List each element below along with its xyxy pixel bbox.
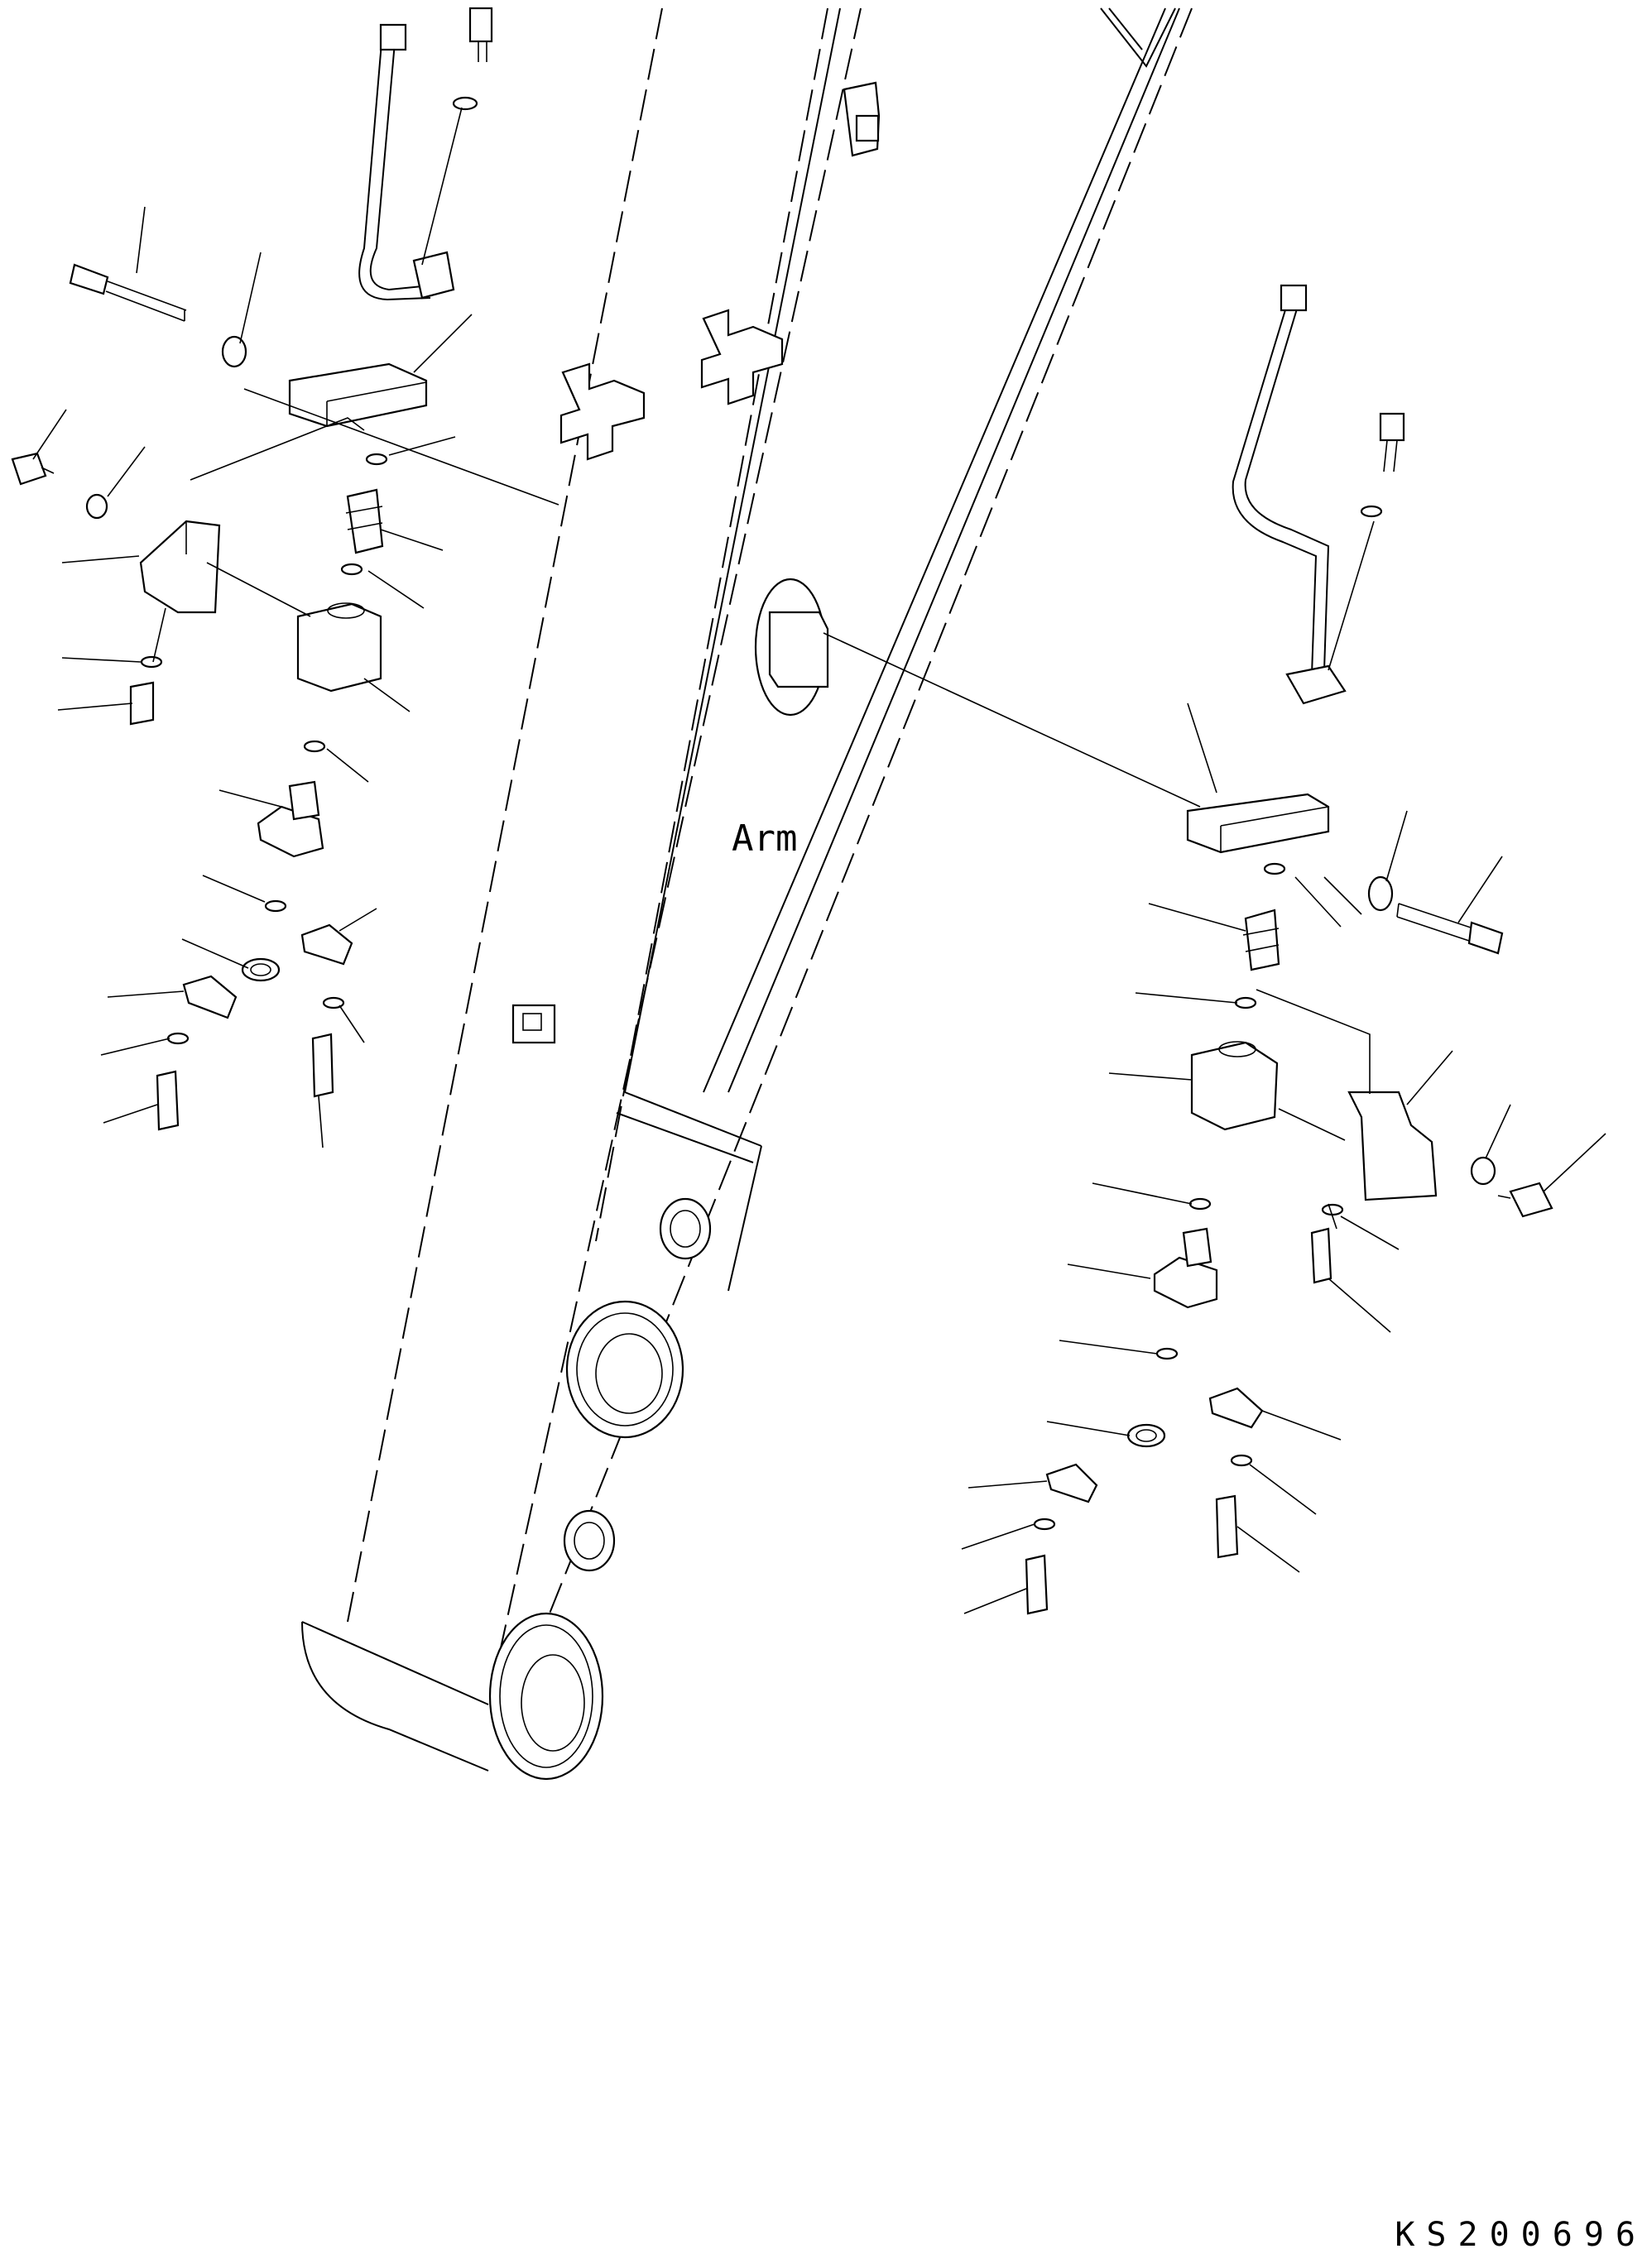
- left-oring-5: [264, 899, 287, 913]
- arm-pin-lower: [563, 1509, 616, 1572]
- left-mounting-bracket: [139, 520, 221, 614]
- right-leader-lines: [823, 520, 1606, 1614]
- right-adapter-fitting: [1242, 909, 1280, 971]
- left-clamp-lower: [182, 975, 238, 1019]
- arm-body: [301, 7, 1193, 1772]
- arm-pin-top: [659, 1197, 712, 1260]
- left-long-bolt: [69, 263, 187, 322]
- right-small-bolt: [1497, 1182, 1553, 1218]
- left-oring-4: [303, 740, 326, 753]
- left-bolt-flange: [129, 681, 155, 726]
- right-clamp-upper: [1208, 1387, 1264, 1429]
- right-oring-5: [1155, 1347, 1179, 1360]
- right-spacer: [1126, 1423, 1166, 1448]
- arm-mount-cross-right: [700, 309, 784, 405]
- right-oring-6: [1230, 1454, 1253, 1467]
- left-washer-6: [166, 1032, 190, 1045]
- left-bolt-lower-right: [311, 1033, 334, 1098]
- right-washer-top: [1360, 505, 1383, 518]
- right-washer-7: [1033, 1518, 1056, 1531]
- left-washer-large: [221, 335, 247, 368]
- left-bolt-lower-left: [156, 1070, 180, 1131]
- left-bolt-top: [468, 7, 493, 62]
- right-hydraulic-tube: [1232, 284, 1347, 705]
- left-washer-top: [452, 96, 478, 111]
- arm-pin-bottom: [488, 1612, 604, 1781]
- arm-label: Arm: [732, 818, 798, 860]
- left-valve-block: [296, 602, 382, 693]
- left-adapter-fitting: [345, 488, 384, 554]
- left-oring-2: [340, 563, 363, 576]
- left-oring-6: [322, 996, 345, 1009]
- arm-small-pad: [511, 1004, 556, 1044]
- right-oring-2: [1234, 996, 1257, 1009]
- arm-mount-cross-left: [559, 362, 646, 461]
- arm-clip-top: [843, 81, 881, 157]
- left-spacer: [241, 957, 281, 982]
- right-clamp-lower: [1045, 1463, 1098, 1503]
- left-hydraulic-tube: [358, 23, 455, 301]
- right-bolt-lower-left: [1025, 1554, 1049, 1615]
- left-oring-3: [140, 655, 163, 669]
- right-oring-4: [1321, 1203, 1344, 1216]
- right-junction-block: [1186, 793, 1330, 854]
- right-bolt-lower-right: [1215, 1494, 1239, 1559]
- right-valve-block: [1190, 1041, 1279, 1131]
- left-connector-fitting: [257, 780, 324, 858]
- right-bolt-flange: [1310, 1227, 1332, 1284]
- left-clamp-upper: [300, 923, 353, 966]
- right-washer-large: [1367, 875, 1394, 912]
- drawing-number: KS200696: [1395, 2216, 1647, 2254]
- right-long-bolt: [1396, 903, 1504, 955]
- left-leader-lines: [32, 107, 559, 1148]
- left-small-bolt: [11, 452, 55, 486]
- left-oring-1: [365, 453, 388, 466]
- arm-pin-middle: [565, 1300, 684, 1439]
- left-junction-block: [288, 362, 428, 428]
- right-bolt-top: [1379, 412, 1405, 472]
- right-mounting-bracket: [1347, 1091, 1438, 1201]
- right-washer-small: [1470, 1156, 1496, 1186]
- right-connector-fitting: [1153, 1227, 1218, 1309]
- left-washer-small: [85, 493, 108, 520]
- right-oring-1: [1263, 862, 1286, 875]
- right-oring-3: [1188, 1197, 1212, 1211]
- arm-mount-plate-center: [754, 578, 829, 717]
